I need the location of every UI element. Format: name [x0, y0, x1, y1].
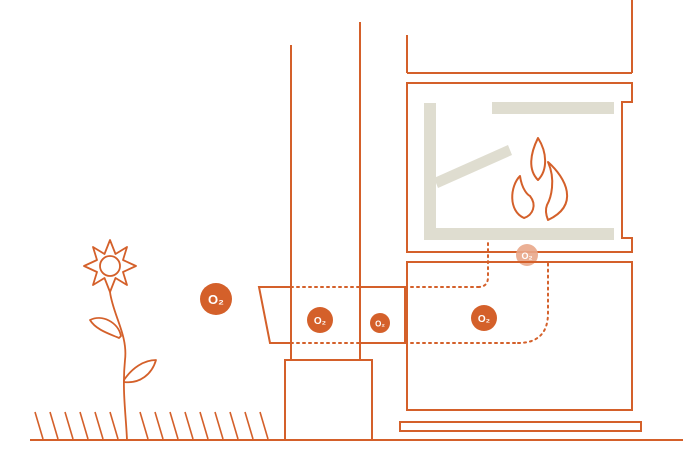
oxygen-badge-duct-middle-label: O₂ [375, 320, 385, 329]
grass [34, 411, 269, 440]
duct-junction [359, 286, 406, 344]
firebox-baffles [424, 102, 614, 240]
stove-lower-cabinet [406, 261, 633, 411]
stove-firebox [406, 82, 633, 253]
oxygen-badge-outside-label: O₂ [208, 292, 224, 307]
oxygen-badge-outside: O₂ [200, 283, 232, 315]
flower-icon [83, 239, 157, 441]
oxygen-badge-duct-middle: O₂ [370, 313, 390, 333]
oxygen-badge-under-stove-label: O₂ [478, 314, 490, 325]
oxygen-badge-under-stove: O₂ [471, 305, 497, 331]
oxygen-badge-duct-inlet: O₂ [307, 307, 333, 333]
stove-base-plate [399, 421, 642, 432]
flame-icon [511, 137, 569, 221]
oxygen-badge-firebox-inlet-label: O₂ [522, 251, 533, 261]
foundation-block [284, 359, 373, 441]
air-intake-hood [257, 286, 292, 344]
oxygen-badge-duct-inlet-label: O₂ [314, 316, 326, 327]
stove-top-section [406, 0, 633, 74]
oxygen-badge-firebox-inlet: O₂ [516, 244, 538, 266]
